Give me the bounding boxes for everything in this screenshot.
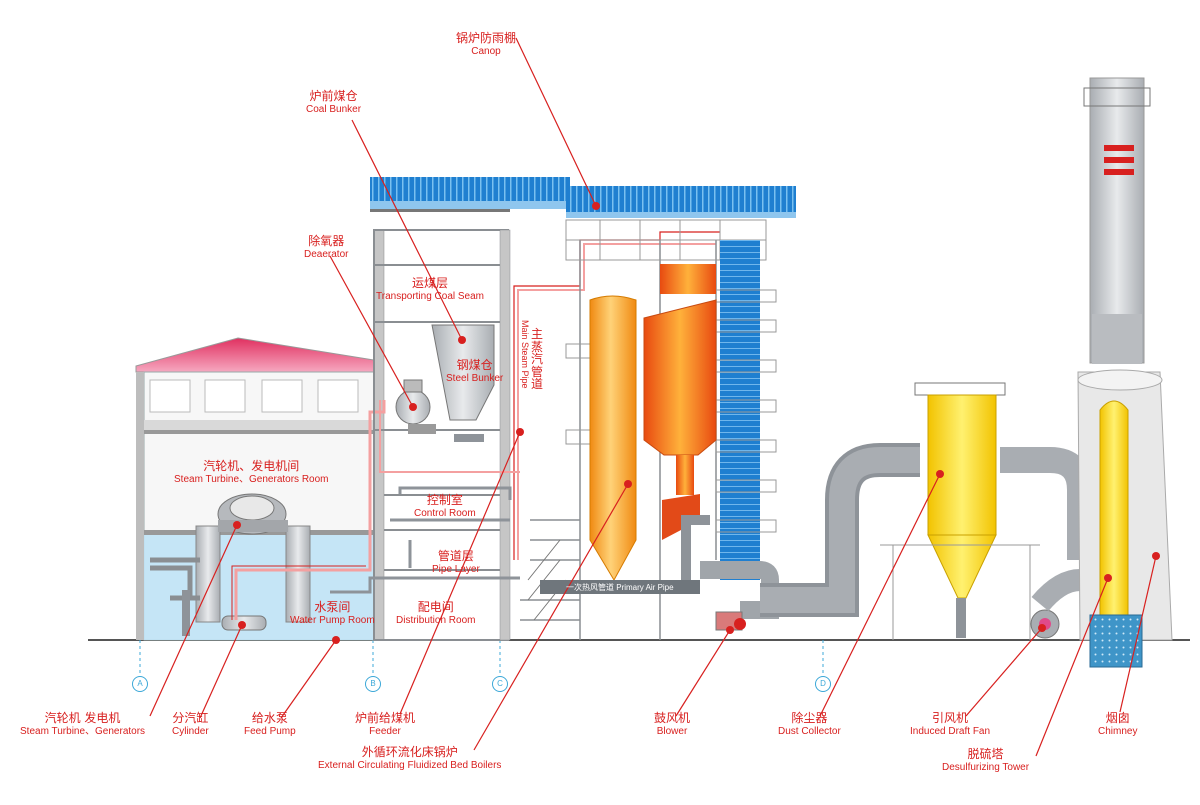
cylinder-cn: 分汽缸 (172, 711, 209, 725)
label-blower: 鼓风机 Blower (654, 711, 691, 737)
label-cylinder: 分汽缸 Cylinder (172, 711, 209, 737)
label-coal-bunker: 炉前煤仓 Coal Bunker (306, 89, 362, 115)
main-building-frame (373, 229, 511, 641)
label-dust-collector: 除尘器 Dust Collector (778, 711, 841, 737)
transporting-coal-seam-en: Transporting Coal Seam (376, 290, 485, 302)
label-canopy: 锅炉防雨棚 Canop (456, 31, 517, 57)
cfb-boilers-en: External Circulating Fluidized Bed Boile… (318, 759, 502, 771)
turbine-generators-en: Steam Turbine、Generators (20, 725, 146, 737)
label-water-pump-room: 水泵间 Water Pump Room (290, 600, 375, 626)
label-dots (233, 202, 1160, 644)
distribution-room-cn: 配电间 (417, 600, 454, 614)
induced-draft-fan-cn: 引风机 (932, 711, 969, 725)
deaerator-cn: 除氧器 (308, 234, 345, 248)
label-pipe-layer: 管道层 Pipe Layer (432, 549, 480, 575)
primary-air-pipe-cn: 一次热风管道 (566, 583, 614, 592)
steel-bunker-cn: 钢煤仓 (456, 358, 493, 372)
primary-air-pipe (540, 580, 700, 594)
label-transporting-coal-seam: 运煤层 Transporting Coal Seam (376, 276, 485, 302)
leader-lines (149, 37, 1157, 757)
label-control-room: 控制室 Control Room (414, 493, 476, 519)
water-pump-room-cn: 水泵间 (314, 600, 351, 614)
label-chimney: 烟囱 Chimney (1098, 711, 1138, 737)
axis-marker-c: C (492, 676, 508, 692)
canopy-cn: 锅炉防雨棚 (456, 31, 517, 45)
water-pump-room-en: Water Pump Room (290, 614, 375, 626)
boiler-riser (589, 295, 637, 582)
steel-bunker-shape (431, 324, 495, 421)
dust-collector-shape (880, 382, 1040, 640)
pipe-layer-en: Pipe Layer (432, 563, 480, 575)
feed-pump-en: Feed Pump (244, 725, 296, 737)
blower-en: Blower (656, 725, 688, 737)
steel-bunker-en: Steel Bunker (446, 372, 504, 384)
economizer-column (720, 240, 760, 580)
label-distribution-room: 配电间 Distribution Room (396, 600, 476, 626)
primary-air-pipe-en: Primary Air Pipe (616, 583, 674, 592)
axis-grid-lines (139, 640, 824, 676)
label-turbine-room: 汽轮机、发电机间 Steam Turbine、Generators Room (174, 459, 329, 485)
turbine-room-en: Steam Turbine、Generators Room (174, 473, 329, 485)
main-steam-pipe-en: Main Steam Pipe (520, 320, 530, 389)
turbine-hall (135, 229, 386, 641)
control-room-cn: 控制室 (426, 493, 463, 507)
label-deaerator: 除氧器 Deaerator (304, 234, 349, 260)
induced-draft-fan-en: Induced Draft Fan (910, 725, 991, 737)
coal-bunker-en: Coal Bunker (306, 103, 362, 115)
axis-marker-b: B (365, 676, 381, 692)
blower-cn: 鼓风机 (654, 711, 691, 725)
boiler-canopy (566, 186, 796, 212)
label-induced-draft-fan: 引风机 Induced Draft Fan (910, 711, 991, 737)
dust-collector-en: Dust Collector (778, 725, 841, 737)
desulfurizing-tower-cn: 脱硫塔 (967, 747, 1004, 761)
turbine-room-cn: 汽轮机、发电机间 (203, 459, 300, 473)
chimney-en: Chimney (1098, 725, 1138, 737)
feeder-cn: 炉前给煤机 (355, 711, 416, 725)
distribution-room-en: Distribution Room (396, 614, 476, 626)
label-feeder: 炉前给煤机 Feeder (355, 711, 416, 737)
label-cfb-boilers: 外循环流化床锅炉 External Circulating Fluidized … (318, 745, 502, 771)
canopy-en: Canop (471, 45, 501, 57)
label-turbine-generators: 汽轮机 发电机 Steam Turbine、Generators (20, 711, 146, 737)
control-room-en: Control Room (414, 507, 476, 519)
label-feed-pump: 给水泵 Feed Pump (244, 711, 296, 737)
turbine-generators-cn: 汽轮机 发电机 (44, 711, 121, 725)
bunker-bay-roof (370, 177, 570, 201)
coal-bunker-cn: 炉前煤仓 (309, 89, 358, 103)
label-steel-bunker: 钢煤仓 Steel Bunker (446, 358, 504, 384)
main-steam-pipe-cn: 主蒸汽管道 (530, 327, 543, 392)
pipe-layer-cn: 管道层 (437, 549, 474, 563)
deaerator-en: Deaerator (304, 248, 349, 260)
cfb-boilers-cn: 外循环流化床锅炉 (361, 745, 458, 759)
feeder-en: Feeder (369, 725, 401, 737)
chimney-cn: 烟囱 (1105, 711, 1130, 725)
desulfurizing-tower-shape (1089, 400, 1143, 668)
transporting-coal-seam-cn: 运煤层 (412, 276, 449, 290)
dust-collector-cn: 除尘器 (791, 711, 828, 725)
label-desulfurizing-tower: 脱硫塔 Desulfurizing Tower (942, 747, 1030, 773)
desulfurizing-tower-en: Desulfurizing Tower (942, 761, 1030, 773)
axis-marker-a: A (132, 676, 148, 692)
cylinder-en: Cylinder (172, 725, 209, 737)
primary-air-pipe-label: 一次热风管道 Primary Air Pipe (566, 582, 674, 593)
axis-marker-d: D (815, 676, 831, 692)
feed-pump-cn: 给水泵 (251, 711, 288, 725)
